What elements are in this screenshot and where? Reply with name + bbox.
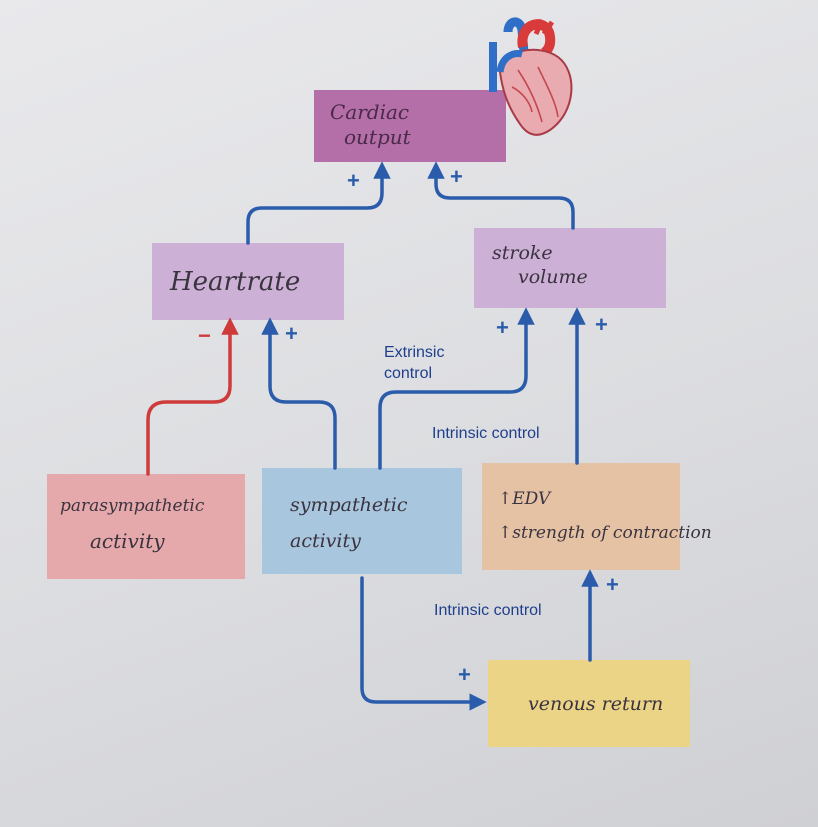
arrow-symp-to-vr bbox=[360, 576, 487, 711]
cardiac-output-line2: output bbox=[344, 125, 411, 149]
parasympathetic-line2: activity bbox=[90, 529, 165, 554]
heart-rate-label: Heartrate bbox=[170, 267, 301, 297]
cardiac-output-label: Cardiac output bbox=[330, 100, 411, 150]
edv-line2: ↑strength of contraction bbox=[498, 523, 712, 543]
arrow-symp-to-sv bbox=[378, 307, 535, 470]
plus-sign-sv-right: + bbox=[595, 312, 608, 337]
stroke-volume-label: stroke volume bbox=[492, 242, 588, 290]
venous-return-box bbox=[488, 660, 690, 747]
arrow-sv-to-co bbox=[427, 161, 575, 230]
intrinsic-control-lower-label: Intrinsic control bbox=[434, 602, 542, 619]
plus-sign-edv: + bbox=[606, 572, 619, 597]
extrinsic-line2: control bbox=[384, 364, 433, 382]
minus-sign-hr: − bbox=[198, 323, 211, 348]
venous-return-label: venous return bbox=[528, 693, 664, 715]
plus-sign-co-right: + bbox=[450, 164, 463, 189]
extrinsic-control-label: Extrinsic control bbox=[384, 343, 444, 385]
stroke-volume-line1: stroke bbox=[492, 242, 553, 264]
stroke-volume-box bbox=[474, 228, 666, 308]
parasympathetic-box bbox=[47, 474, 245, 579]
stroke-volume-line2: volume bbox=[518, 265, 588, 288]
edv-label: ↑EDV ↑strength of contraction bbox=[498, 482, 712, 550]
sympathetic-line1: sympathetic bbox=[290, 494, 408, 516]
parasympathetic-line1: parasympathetic bbox=[60, 496, 205, 516]
edv-line1: ↑EDV bbox=[498, 489, 551, 509]
arrow-para-to-hr bbox=[146, 317, 239, 476]
sympathetic-line2: activity bbox=[290, 530, 361, 553]
plus-sign-co-left: + bbox=[347, 168, 360, 193]
extrinsic-line1: Extrinsic bbox=[384, 344, 445, 361]
intrinsic-control-upper-label: Intrinsic control bbox=[432, 425, 540, 442]
cardiac-output-box bbox=[314, 90, 506, 162]
arrow-symp-to-hr bbox=[261, 317, 337, 470]
cardiac-output-line1: Cardiac bbox=[330, 100, 410, 124]
parasympathetic-label: parasympathetic activity bbox=[60, 490, 204, 560]
plus-sign-vr: + bbox=[458, 662, 471, 687]
heart-rate-box bbox=[152, 243, 344, 320]
plus-sign-hr: + bbox=[285, 321, 298, 346]
arrow-hr-to-co bbox=[246, 161, 391, 245]
heart-illustration-icon bbox=[489, 17, 573, 136]
edv-box bbox=[482, 463, 680, 570]
sympathetic-box bbox=[262, 468, 462, 574]
sympathetic-label: sympathetic activity bbox=[290, 487, 407, 559]
plus-sign-sv-left: + bbox=[496, 315, 509, 340]
